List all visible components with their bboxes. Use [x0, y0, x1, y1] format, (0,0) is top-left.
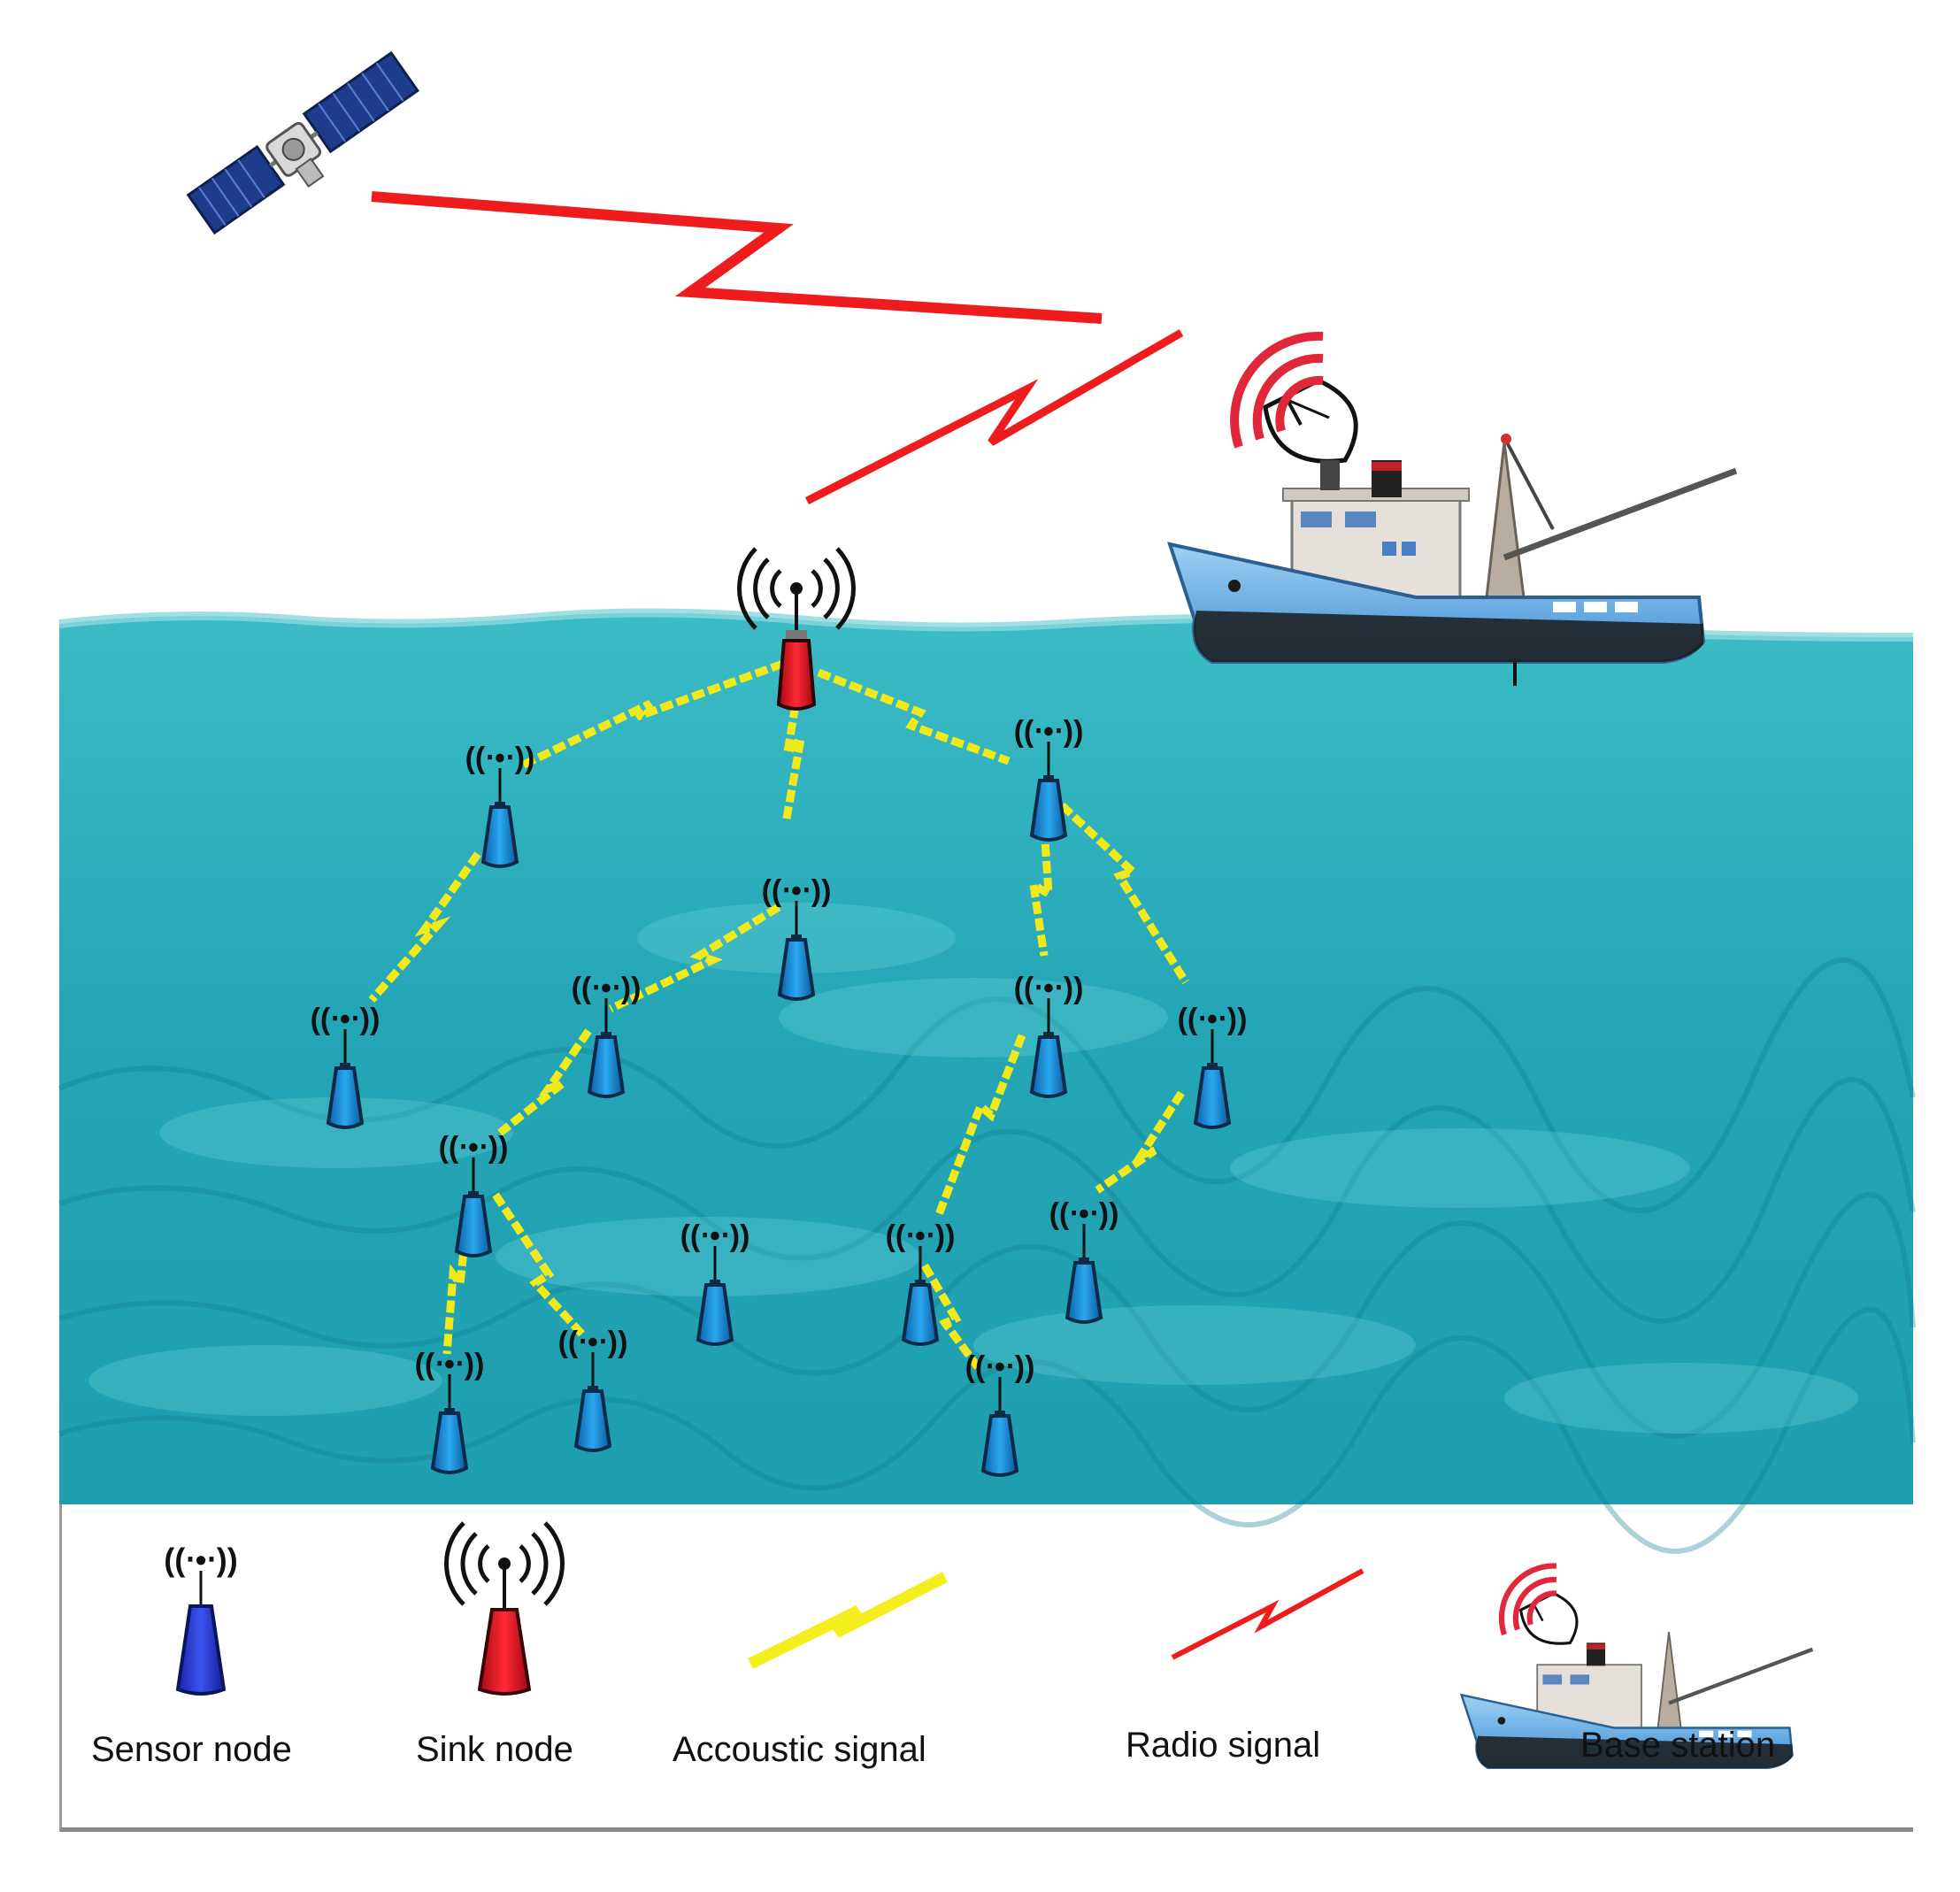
legend-radio-signal-icon [1171, 1568, 1364, 1660]
acoustic-link [1058, 802, 1189, 985]
acoustic-link [497, 1028, 592, 1136]
legend-base-station-icon [1459, 1563, 1814, 1770]
legend-label-acoustic-signal: Accoustic signal [673, 1730, 926, 1769]
acoustic-link [520, 659, 785, 770]
base-station-ship [1167, 331, 1738, 686]
legend-panel [59, 1504, 1913, 1832]
satellite-dish-icon [1263, 378, 1358, 490]
legend-acoustic-signal-icon [748, 1572, 948, 1669]
acoustic-links [368, 659, 1189, 1370]
sea [58, 608, 1916, 1554]
satellite-icon [186, 50, 419, 235]
acoustic-link [1095, 1090, 1185, 1194]
radio-signal-sink-to-ship [804, 329, 1184, 505]
legend-label-radio-signal: Radio signal [1126, 1726, 1321, 1765]
sink-node-icon [737, 547, 856, 711]
acoustic-link [934, 1034, 1026, 1219]
radio-signal-satellite-to-ship [371, 191, 1103, 324]
acoustic-link [781, 672, 807, 824]
legend-label-base-station: Base station [1580, 1726, 1776, 1765]
acoustic-link [1028, 827, 1054, 957]
legend-label-sensor-node: Sensor node [91, 1730, 292, 1769]
legend-sink-node-icon [444, 1521, 565, 1696]
legend-icons: ((‧•‧)) [164, 1521, 1814, 1770]
acoustic-link [368, 851, 481, 1003]
radio-waves-icon [1230, 331, 1324, 449]
acoustic-link [492, 1192, 588, 1340]
acoustic-link [817, 668, 1011, 765]
legend-sensor-node-icon: ((‧•‧)) [164, 1542, 238, 1696]
legend-label-sink-node: Sink node [416, 1730, 573, 1769]
